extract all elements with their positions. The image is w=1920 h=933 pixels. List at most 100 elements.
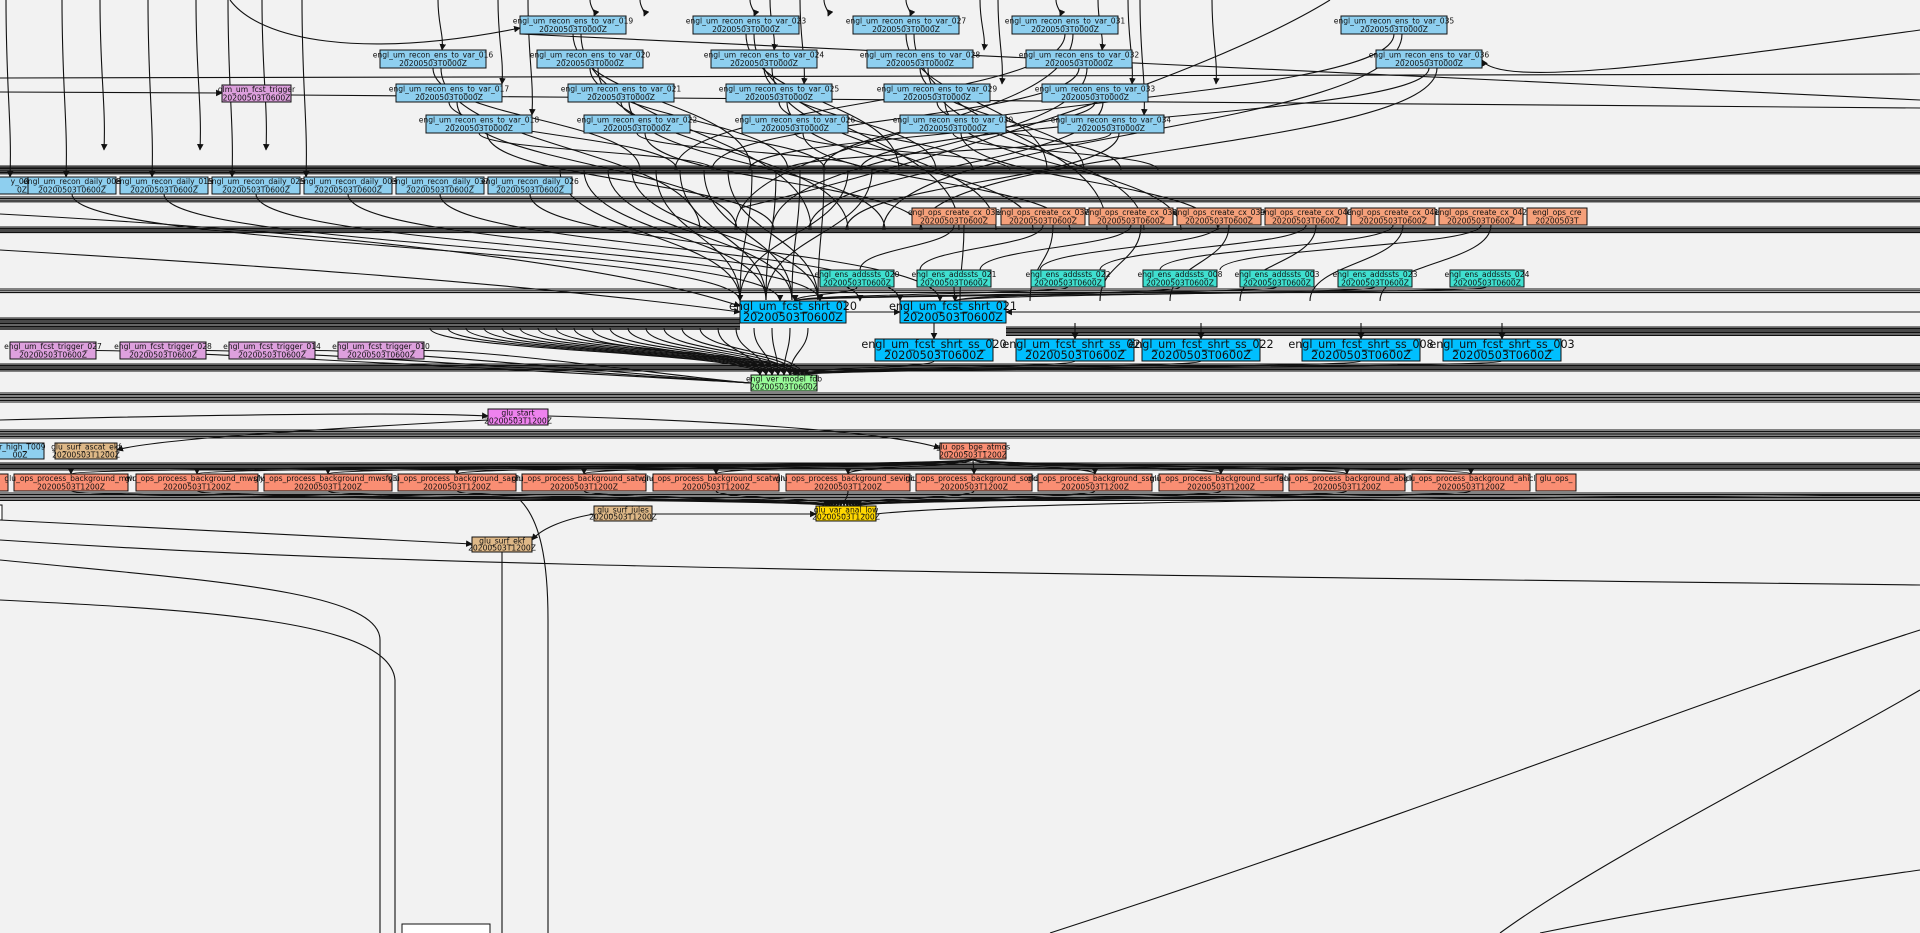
node-pb-saphir[interactable]: glu_ops_process_background_saphir2020050…: [388, 473, 527, 492]
node-recon-027[interactable]: engl_um_recon_ens_to_var_02720200503T000…: [846, 15, 967, 35]
node-recon-026[interactable]: engl_um_recon_ens_to_var_02620200503T000…: [735, 114, 856, 134]
node-box: [899, 300, 1007, 324]
node-cycle-time: 20200503T0600Z: [496, 185, 564, 194]
node-name: engl_um_recon_ens_to_var_028: [860, 51, 981, 60]
node-pb-cut2[interactable]: glu_ops_: [1535, 473, 1577, 492]
node-name: engl_ops_create_cx_036: [908, 208, 1000, 217]
node-recon-025[interactable]: engl_um_recon_ens_to_var_02520200503T000…: [719, 83, 840, 103]
node-pb-mwsfy3[interactable]: glu_ops_process_background_mwsfy32020050…: [125, 473, 269, 492]
cx-down-0: [859, 224, 955, 271]
node-recon-017[interactable]: engl_um_recon_ens_to_var_01720200503T000…: [389, 83, 510, 103]
node-recon-034[interactable]: engl_um_recon_ens_to_var_03420200503T000…: [1051, 114, 1172, 134]
node-pb-ssmis[interactable]: glu_ops_process_background_ssmis20200503…: [1027, 473, 1163, 492]
node-pb-ahiclr[interactable]: glu_ops_process_background_ahiclr2020050…: [1403, 473, 1540, 492]
node-cycle-time: 00Z: [13, 450, 28, 459]
top-in-17: [905, 0, 916, 17]
node-recon-019[interactable]: engl_um_recon_ens_to_var_01920200503T000…: [513, 15, 634, 35]
node-cycle-time: 20200503T0000Z: [556, 59, 624, 68]
node-cycle-time: 20200503T0600Z: [1146, 278, 1214, 287]
node-recon-018[interactable]: engl_um_recon_ens_to_var_01820200503T000…: [419, 114, 540, 134]
node-name: glu_surf_ekf: [479, 536, 525, 545]
top-in-6: [261, 0, 270, 151]
node-name: engl_ens_addssts_020: [815, 270, 900, 279]
node-recon-036[interactable]: engl_um_recon_ens_to_var_03620200503T000…: [1369, 49, 1490, 69]
loop-to-fdb-16: [717, 327, 764, 376]
node-pb-sonde[interactable]: glu_ops_process_background_sonde20200503…: [905, 473, 1043, 492]
node-name: glu_ops_process_background_scatwind: [642, 474, 790, 483]
node-pb-surface[interactable]: glu_ops_process_background_surface202005…: [1150, 473, 1293, 492]
node-box: [583, 114, 691, 134]
node-bottom-plain[interactable]: [401, 923, 491, 933]
node-pb-cut[interactable]: [0, 473, 9, 492]
top-diag-b: [739, 0, 1331, 209]
top-in-8: [437, 0, 447, 51]
node-recon-024[interactable]: engl_um_recon_ens_to_var_02420200503T000…: [704, 49, 825, 69]
top-in-12: [639, 0, 650, 17]
node-recon-021[interactable]: engl_um_recon_ens_to_var_02120200503T000…: [561, 83, 682, 103]
node-cycle-time: 20200503T0600Z: [130, 185, 198, 194]
node-recon-022[interactable]: engl_um_recon_ens_to_var_02220200503T000…: [577, 114, 698, 134]
node-recon-033[interactable]: engl_um_recon_ens_to_var_03320200503T000…: [1035, 83, 1156, 103]
node-recon-030[interactable]: engl_um_recon_ens_to_var_03020200503T000…: [893, 114, 1014, 134]
node-recon-020[interactable]: engl_um_recon_ens_to_var_02020200503T000…: [530, 49, 651, 69]
node-pb-abiclr[interactable]: glu_ops_process_background_abiclr2020050…: [1279, 473, 1416, 492]
node-pb-mwri[interactable]: glu_ops_process_background_mwri20200503T…: [4, 473, 138, 492]
node-pb-scatwind[interactable]: glu_ops_process_background_scatwind20200…: [642, 473, 790, 492]
node-recon-023[interactable]: engl_um_recon_ens_to_var_02320200503T000…: [686, 15, 807, 35]
node-pb-mwsfy3b[interactable]: glu_ops_process_background_mwsfy3b202005…: [254, 473, 403, 492]
node-recon-032[interactable]: engl_um_recon_ens_to_var_03220200503T000…: [1019, 49, 1140, 69]
node-plain-left[interactable]: [0, 504, 3, 521]
node-pb-seviriclr[interactable]: glu_ops_process_background_seviriclr2020…: [776, 473, 921, 492]
node-recon-031[interactable]: engl_um_recon_ens_to_var_03120200503T000…: [1005, 15, 1126, 35]
node-recon-016[interactable]: engl_um_recon_ens_to_var_01620200503T000…: [373, 49, 494, 69]
node-recon-029[interactable]: engl_um_recon_ens_to_var_02920200503T000…: [877, 83, 998, 103]
node-recon-028[interactable]: engl_um_recon_ens_to_var_02820200503T000…: [860, 49, 981, 69]
node-box: [939, 442, 1007, 460]
node-recon-035[interactable]: engl_um_recon_ens_to_var_03520200503T000…: [1334, 15, 1455, 35]
node-pb-satwind[interactable]: glu_ops_process_background_satwind202005…: [512, 473, 656, 492]
node-box: [710, 49, 818, 69]
